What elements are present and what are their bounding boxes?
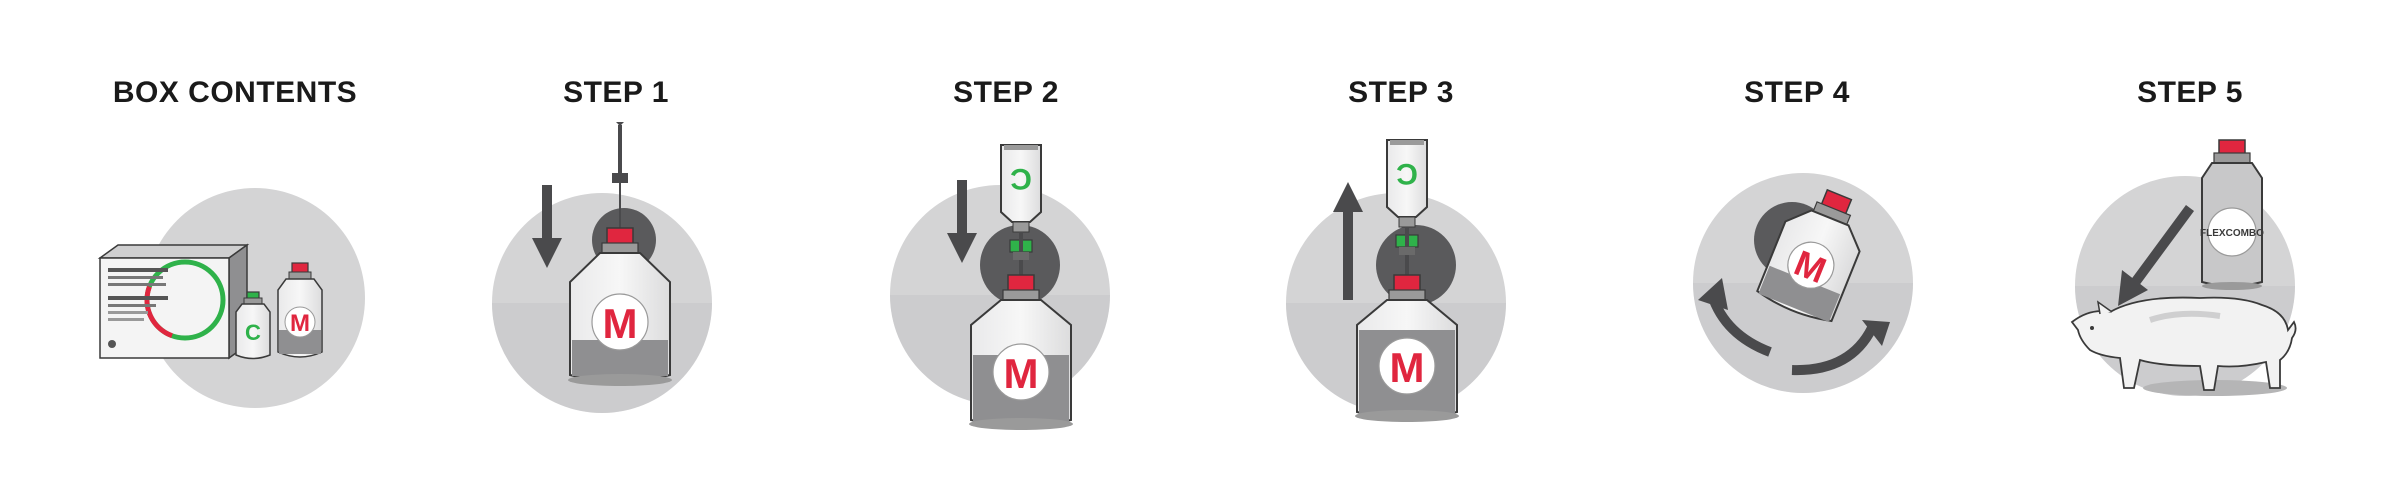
vial-m-tilted: M: [1756, 188, 1861, 323]
vial-c-small: C: [235, 291, 271, 360]
vial-m-label: M: [290, 310, 310, 337]
vial-m-step-3: M: [1355, 274, 1459, 422]
arrow-down-icon: [947, 180, 977, 263]
vial-m-label: M: [1390, 344, 1425, 391]
vial-m-step-2: M: [969, 274, 1073, 430]
rotate-left-arrow-icon: [1698, 278, 1772, 357]
box-contents-illustration: C M: [97, 188, 365, 408]
step-5-illustration: FLEXCOMBO: [2070, 139, 2297, 396]
step-4-illustration: M: [1693, 173, 1913, 393]
step-3-illustration: C M: [1286, 139, 1506, 422]
transfer-needle: [1399, 227, 1415, 309]
vaccine-box: [97, 243, 250, 360]
syringe-needle: [612, 122, 628, 231]
step-1-section: STEP 1: [416, 0, 816, 501]
vial-m-label: M: [1004, 350, 1039, 397]
step-2-illustration: C M: [890, 144, 1110, 430]
vial-m-step-1: M: [568, 227, 672, 386]
rotate-right-arrow-icon: [1791, 320, 1890, 376]
arrow-up-icon: [1333, 182, 1363, 300]
step-title: BOX CONTENTS: [112, 76, 358, 109]
step-title: STEP 1: [563, 76, 669, 109]
vial-c-inverted-step-3: C: [1386, 139, 1428, 248]
step-title: STEP 2: [953, 76, 1059, 109]
step-title: STEP 4: [1744, 76, 1850, 109]
step-4-section: STEP 4: [1597, 0, 1997, 501]
step-1-illustration: M: [492, 122, 712, 413]
pig-icon: [2070, 296, 2297, 396]
step-3-section: STEP 3: [1201, 0, 1601, 501]
flexcombo-bottle: FLEXCOMBO: [2200, 139, 2264, 290]
arrow-down-icon: [532, 185, 562, 268]
step-title: STEP 3: [1348, 76, 1454, 109]
flexcombo-label: FLEXCOMBO: [2200, 228, 2264, 239]
box-contents-section: BOX CONTENTS: [35, 0, 435, 501]
vial-c-label: C: [245, 320, 261, 345]
step-2-section: STEP 2: [806, 0, 1206, 501]
step-5-section: STEP 5: [1990, 0, 2390, 501]
vial-m-label: M: [603, 300, 638, 347]
vial-c-label: C: [1010, 162, 1032, 195]
vial-m-small: M: [277, 262, 323, 358]
step-title: STEP 5: [2137, 76, 2243, 109]
vial-c-label: C: [1396, 157, 1418, 190]
arrow-diagonal-icon: [2118, 205, 2195, 306]
transfer-needle: [1013, 232, 1029, 312]
